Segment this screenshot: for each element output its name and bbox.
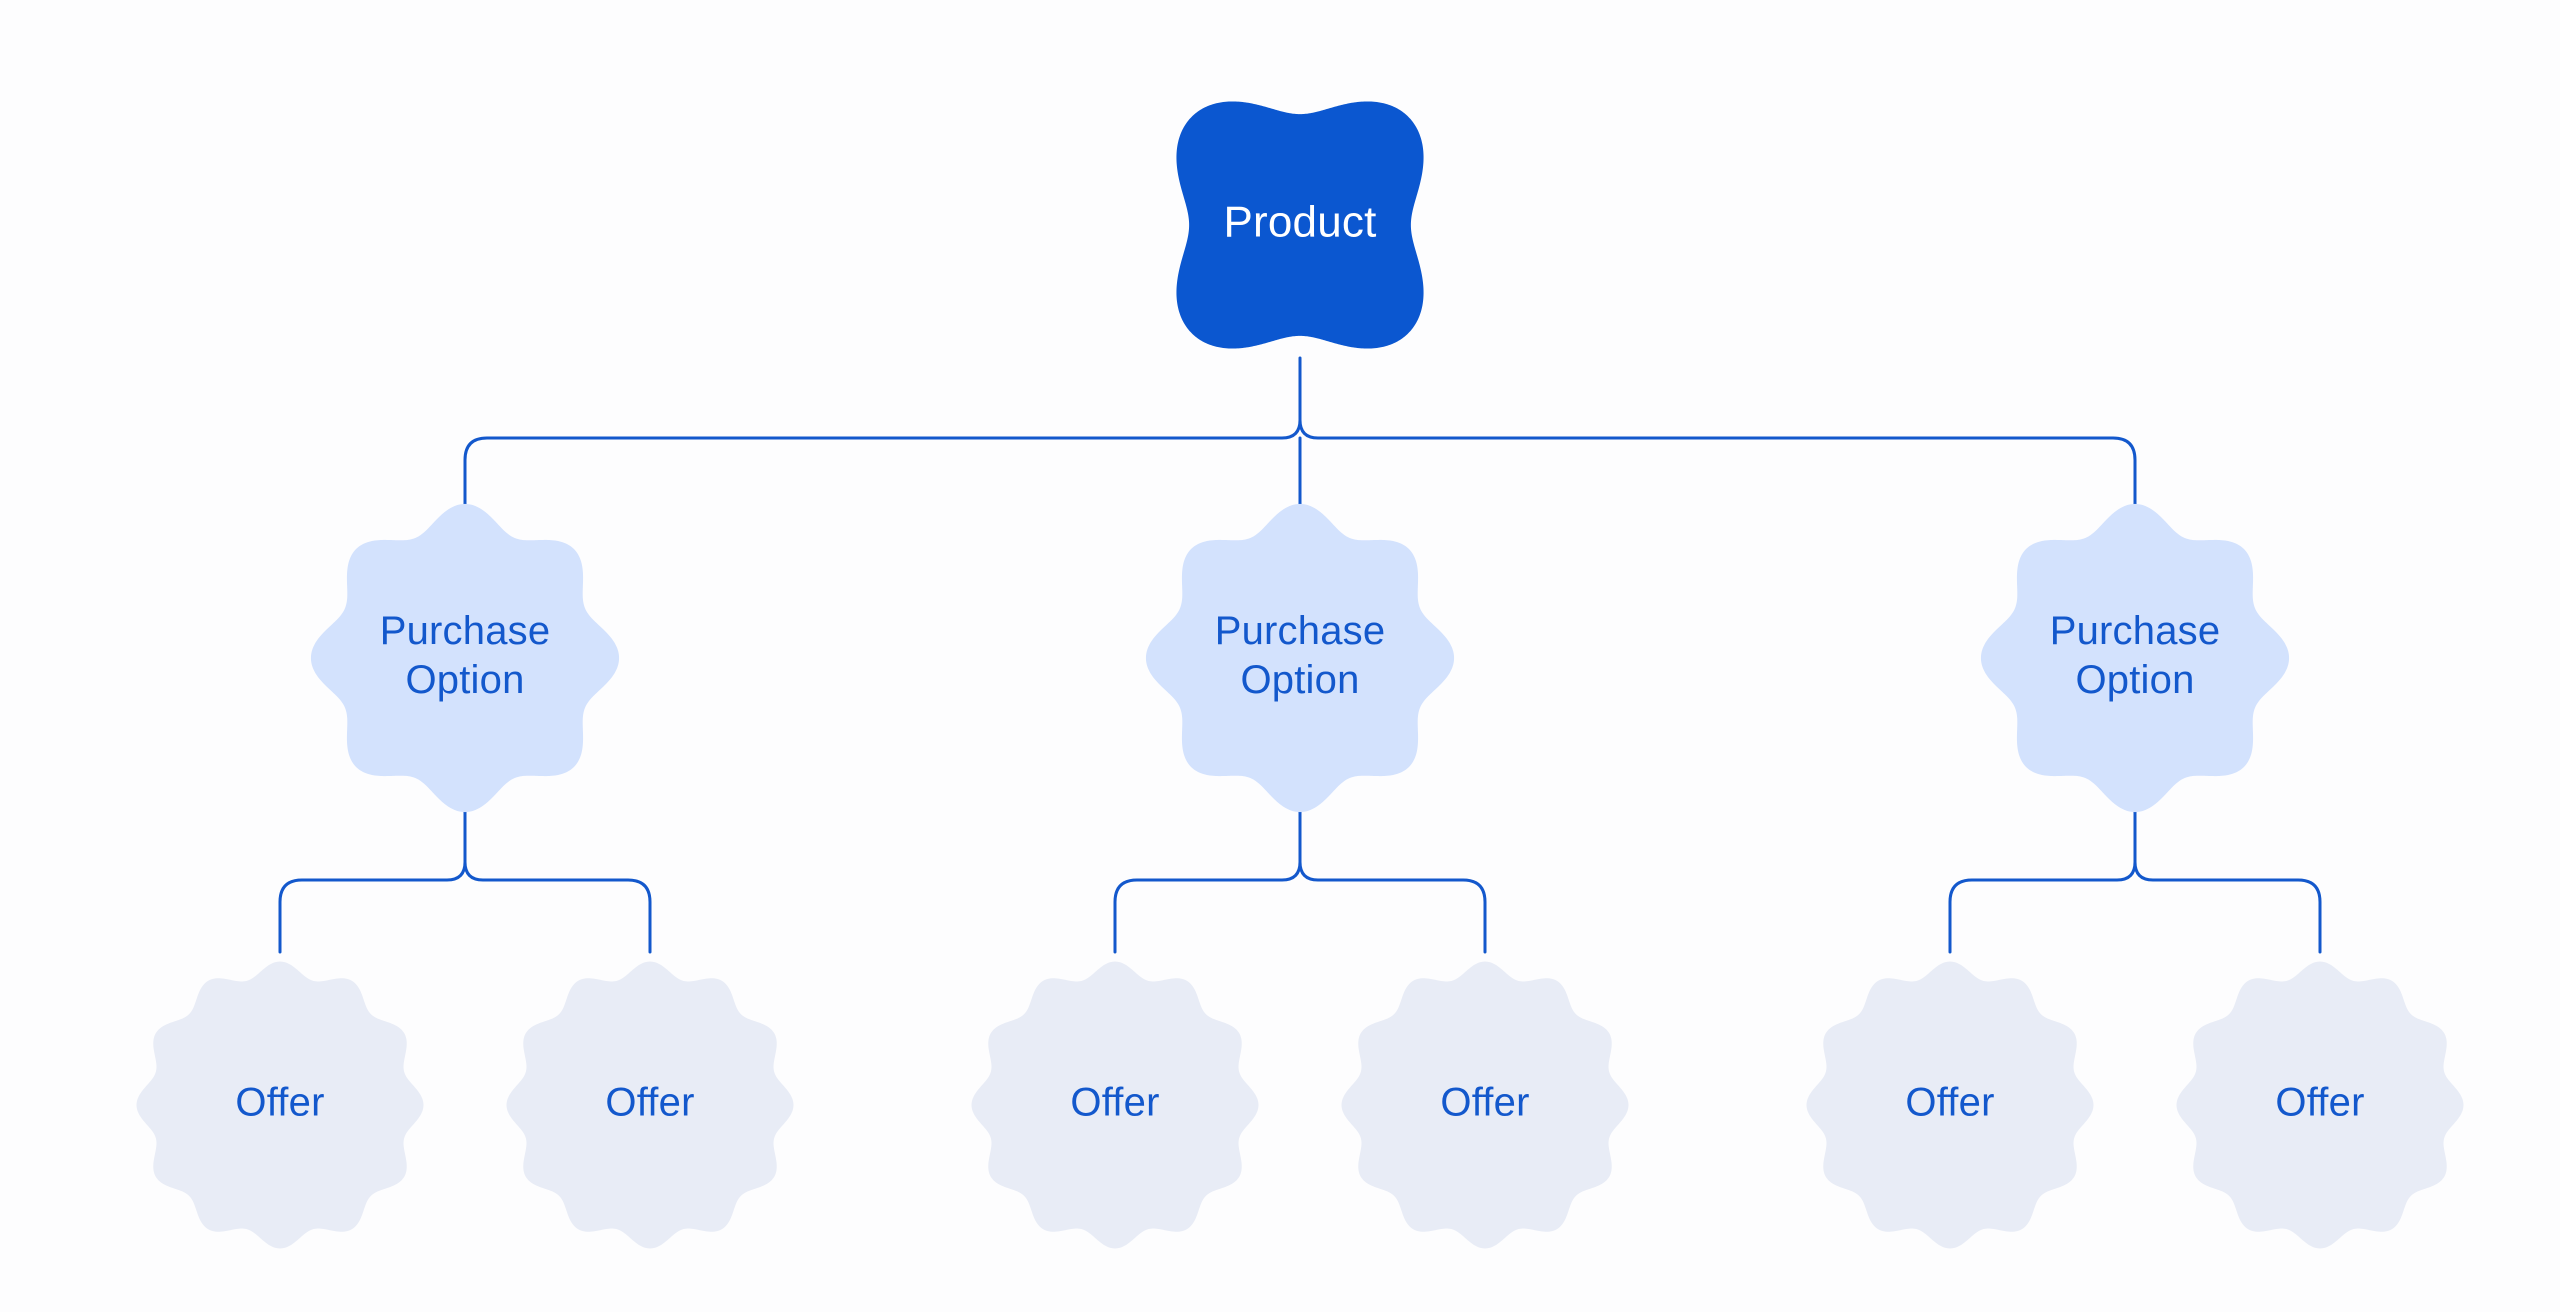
offer-node[interactable]: Offer: [971, 961, 1259, 1249]
connector-edge: [1298, 860, 1487, 954]
purchase-option-node-shape: [1980, 503, 2290, 813]
connector-edge: [278, 860, 467, 954]
connector-edge: [1298, 418, 2137, 518]
purchase-option-node-shape: [310, 503, 620, 813]
connector-edge: [1113, 860, 1302, 954]
offer-node[interactable]: Offer: [1806, 961, 2094, 1249]
connector-edge: [463, 418, 1302, 518]
offer-node[interactable]: Offer: [2176, 961, 2464, 1249]
purchase-option-node-label: Purchase: [1215, 609, 1386, 653]
offer-node-shape: [1806, 961, 2094, 1249]
offer-node-shape: [971, 961, 1259, 1249]
offer-node-shape: [1341, 961, 1629, 1249]
offer-node-shape: [506, 961, 794, 1249]
connector-edge: [2133, 860, 2322, 954]
purchase-option-node-label: Purchase: [2050, 609, 2221, 653]
offer-node[interactable]: Offer: [136, 961, 424, 1249]
product-node[interactable]: Product: [1176, 101, 1424, 349]
offer-node-label: Offer: [235, 1081, 324, 1125]
purchase-option-node-label: Option: [2075, 658, 2194, 702]
offer-node-label: Offer: [1070, 1081, 1159, 1125]
offer-node-label: Offer: [2275, 1081, 2364, 1125]
purchase-option-node-label: Purchase: [380, 609, 551, 653]
purchase-option-node-shape: [1145, 503, 1455, 813]
offer-node[interactable]: Offer: [1341, 961, 1629, 1249]
connector-edge: [463, 860, 652, 954]
offer-node-shape: [136, 961, 424, 1249]
purchase-option-node-label: Option: [1240, 658, 1359, 702]
product-node-shape: [1176, 101, 1424, 349]
offer-node-label: Offer: [605, 1081, 694, 1125]
node-layer: Offer Offer Offer Offer Offer Offer PurchaseOp…: [136, 101, 2464, 1249]
offer-node[interactable]: Offer: [506, 961, 794, 1249]
purchase-option-node-label: Option: [405, 658, 524, 702]
offer-node-label: Offer: [1440, 1081, 1529, 1125]
connector-edge: [1948, 860, 2137, 954]
product-node-label: Product: [1223, 198, 1376, 247]
offer-node-label: Offer: [1905, 1081, 1994, 1125]
offer-node-shape: [2176, 961, 2464, 1249]
connector-layer: [278, 356, 2322, 954]
